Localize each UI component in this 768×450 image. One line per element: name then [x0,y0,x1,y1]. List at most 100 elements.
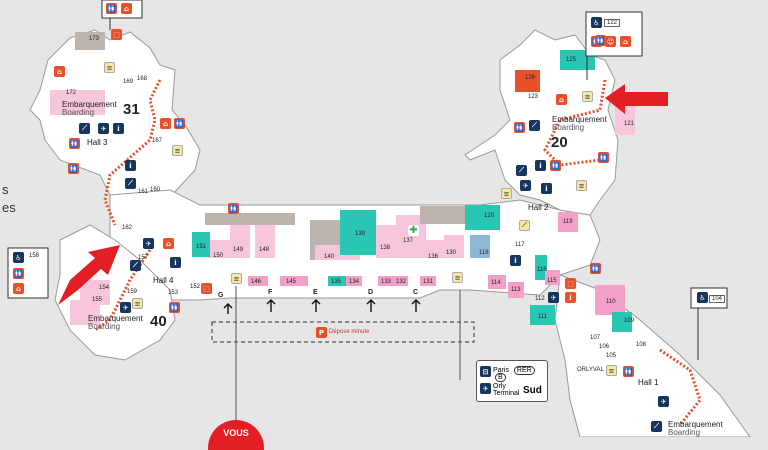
departures-icon: ✈ [548,292,559,303]
space-139: 139 [355,231,366,237]
location-arrow-hall-2 [605,84,668,114]
info-icon: i [541,183,552,194]
toilets-icon: 🚻 [69,138,80,149]
shop-131 [420,276,436,286]
gate-area-119 [558,212,578,232]
elevator-icon: ≡ [132,298,143,309]
restaurant-icon: ⌂ [163,238,174,249]
departures-icon: ✈ [658,396,669,407]
shop-109 [612,312,632,332]
left-text-1: s [2,182,9,197]
escalator-icon: ⟋ [125,178,136,189]
toilets-icon: 🚻 [623,366,634,377]
area-173 [75,32,105,50]
restaurant-icon: ⌂ [556,94,567,105]
toilets-icon: 🚻 [106,3,117,14]
paris-rer-label: Paris RER B [493,366,547,382]
space-109: 109 [624,318,635,324]
orly-sud-box: ⊟ Paris RER B ✈ Orly Terminal Sud [476,360,548,402]
space-161: 161 [138,189,149,195]
shop-132 [394,276,408,286]
elevator-icon: ≡ [501,188,512,199]
space-110: 110 [606,299,616,305]
accessible-icon: ♿ [697,292,708,303]
depose-lane [211,321,475,343]
space-152: 152 [190,284,201,290]
boarding-label-20: Embarquement Boarding [552,116,607,132]
info-icon: i [113,123,124,134]
hall-3-pier [29,29,201,206]
departures-icon: ✈ [520,180,531,191]
door-e: E [313,289,318,296]
space-132: 132 [396,279,407,285]
space-116: 116 [537,267,547,273]
space-119: 119 [563,219,573,225]
space-148: 148 [259,247,270,253]
shop-113 [508,282,524,298]
escalator-icon: ⟋ [130,260,141,271]
elevator-icon: ≡ [231,273,242,284]
departures-icon: ✈ [120,302,131,313]
train-icon: ⊟ [480,366,491,377]
toilets-icon: 🚻 [174,118,185,129]
restaurant-icon: ⌂ [54,66,65,77]
hall-1-label: Hall 1 [638,378,659,387]
shop-icon: ⬚ [565,278,576,289]
toilets-icon: 🚻 [169,302,180,313]
door-g: G [218,292,224,299]
shop-139 [340,210,376,255]
space-145: 145 [286,279,297,285]
area-120 [465,205,500,230]
escalator-icon: ⟋ [529,120,540,131]
info-icon: i [510,255,521,266]
hall-3-label: Hall 3 [87,138,108,147]
toilets-icon: 🚻 [514,122,525,133]
space-168: 168 [137,76,148,82]
toilets-icon: 🚻 [550,160,561,171]
space-125: 125 [566,57,577,63]
shop-icon: ⬚ [201,283,212,294]
escalator-icon: ⟋ [79,123,90,134]
space-138: 138 [380,245,391,251]
left-text-2: es [2,200,16,215]
elevator-icon: ≡ [582,91,593,102]
hall-1-pier [554,274,751,437]
block-grey-1 [205,213,295,225]
hall-4-label: Hall 4 [153,276,174,285]
gate-area-121 [615,105,635,135]
hall-2-label: Hall 2 [528,203,549,212]
pharmacy-icon: ✚ [408,225,419,236]
space-108: 108 [636,342,647,348]
shop-138 [376,225,396,258]
space-126: 126 [525,75,536,81]
space-169: 169 [123,79,134,85]
toilets-icon: 🚻 [13,268,24,279]
shop-114 [488,275,506,289]
terminal-map [7,0,751,437]
space-118: 118 [479,250,489,256]
space-105: 105 [606,353,617,359]
plane-icon: ✈ [480,383,491,394]
hall-2-pier [464,29,619,216]
shop-136 [426,240,444,258]
elevator-icon: ≡ [104,62,115,73]
space-140: 140 [324,254,335,260]
elevator-icon: ≡ [172,145,183,156]
space-149: 149 [233,247,244,253]
shop-133 [378,276,394,286]
space-111: 111 [538,314,548,320]
toilets-icon: 🚻 [598,152,609,163]
toilets-icon: 🚻 [68,163,79,174]
space-160: 160 [150,187,161,193]
orlyval-label: ORLYVAL [577,367,604,373]
info-icon: i [170,257,181,268]
depose-minute-label: Dépose minute [329,329,370,335]
escalator-icon: ⟋ [651,421,662,432]
shop-146 [248,276,268,286]
space-133: 133 [381,279,392,285]
boarding-title-hall-1: Embarquement [668,420,723,429]
boarding-title-40: Embarquement [88,314,143,323]
space-121: 121 [624,121,635,127]
boarding-label-31: Embarquement Boarding [62,101,117,117]
space-167: 167 [152,138,163,144]
